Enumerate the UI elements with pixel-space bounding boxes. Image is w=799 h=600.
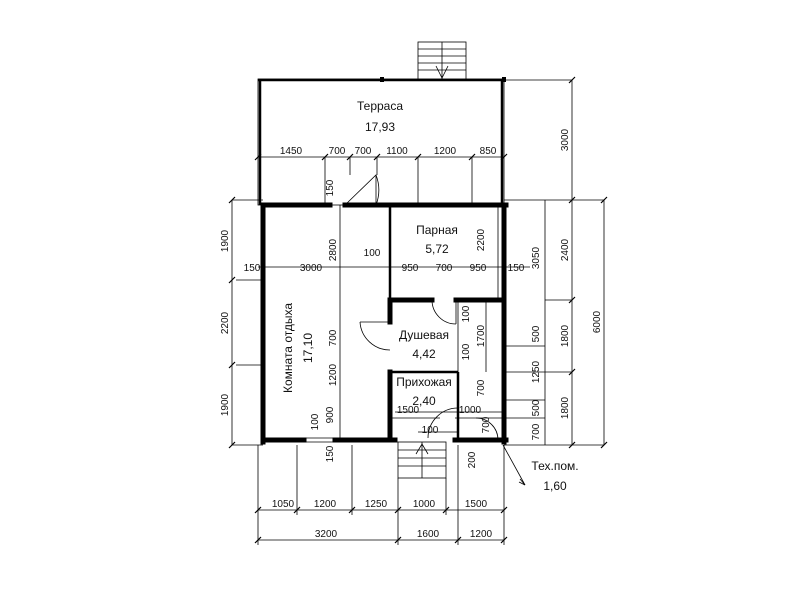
dimension-ticks	[228, 76, 608, 544]
dim-900: 900	[325, 406, 336, 423]
dim-700-e: 700	[531, 423, 542, 440]
doors	[344, 174, 499, 441]
outer-walls	[260, 202, 509, 445]
dim-right-3: 1800	[560, 324, 571, 347]
dim-bottom1-4: 1000	[413, 499, 436, 510]
rest-room-name: Комната отдыха	[281, 303, 295, 393]
dim-1250: 1250	[531, 360, 542, 383]
dim-150-b: 150	[244, 263, 261, 274]
dim-bottom1-1: 1050	[272, 499, 295, 510]
dim-700-d: 700	[481, 416, 492, 433]
dim-right-overall: 6000	[592, 310, 603, 333]
shower-name: Душевая	[399, 328, 449, 342]
tech-room-area: 1,60	[543, 479, 567, 493]
dim-bottom2-3: 1200	[470, 529, 493, 540]
dim-500-a: 500	[531, 325, 542, 342]
dim-150-c: 150	[508, 263, 525, 274]
dim-terrace-2: 700	[329, 146, 346, 157]
dim-left-2: 2200	[220, 311, 231, 334]
dim-2800: 2800	[328, 238, 339, 261]
dim-bottom1-5: 1500	[465, 499, 488, 510]
dim-right-2: 2400	[560, 238, 571, 261]
dim-2200: 2200	[476, 228, 487, 251]
dimension-lines	[231, 79, 605, 545]
dim-left-1: 1900	[220, 229, 231, 252]
dim-150-d: 150	[325, 445, 336, 462]
dim-100-e: 100	[422, 425, 439, 436]
dim-terrace-4: 1100	[386, 146, 408, 157]
shower-area: 4,42	[412, 347, 436, 361]
dim-bottom1-2: 1200	[314, 499, 337, 510]
dim-100-c: 100	[461, 343, 472, 360]
rest-room-area: 17,10	[301, 333, 315, 363]
dim-bottom2-1: 3200	[315, 529, 338, 540]
hallway-area: 2,40	[412, 394, 436, 408]
entrance-stairs	[397, 441, 447, 479]
terrace-area: 17,93	[365, 120, 395, 134]
dim-1200: 1200	[328, 363, 339, 386]
tech-room-name: Тех.пом.	[531, 459, 578, 473]
terrace-stairs	[417, 41, 467, 81]
dim-terrace-3: 700	[355, 146, 372, 157]
dim-150-a: 150	[325, 179, 336, 196]
dim-500-b: 500	[531, 399, 542, 416]
dim-terrace-6: 850	[480, 146, 497, 157]
dim-1700: 1700	[476, 324, 487, 347]
terrace	[257, 77, 506, 206]
hallway-name: Прихожая	[396, 375, 452, 389]
dim-right-1: 3000	[560, 128, 571, 151]
dim-bottom1-3: 1250	[365, 499, 388, 510]
dim-100-b: 100	[461, 305, 472, 322]
dim-right-4: 1800	[560, 396, 571, 419]
terrace-name: Терраса	[357, 99, 403, 113]
dim-700-b: 700	[328, 329, 339, 346]
dim-terrace-5: 1200	[434, 146, 457, 157]
dim-1000: 1000	[459, 405, 482, 416]
dim-950-a: 950	[402, 263, 419, 274]
dim-950-b: 950	[470, 263, 487, 274]
dim-3000: 3000	[300, 263, 323, 274]
dim-left-3: 1900	[220, 393, 231, 416]
dim-terrace-1: 1450	[280, 146, 303, 157]
dim-700-a: 700	[436, 263, 453, 274]
dim-700-c: 700	[476, 379, 487, 396]
dim-bottom2-2: 1600	[417, 529, 440, 540]
dim-100-a: 100	[364, 248, 381, 259]
dim-100-d: 100	[310, 413, 321, 430]
dim-3050: 3050	[531, 246, 542, 269]
dim-1500: 1500	[397, 405, 420, 416]
steam-room-name: Парная	[416, 223, 458, 237]
interior-walls	[387, 205, 507, 443]
steam-room-area: 5,72	[425, 242, 449, 256]
dim-200: 200	[467, 451, 478, 468]
